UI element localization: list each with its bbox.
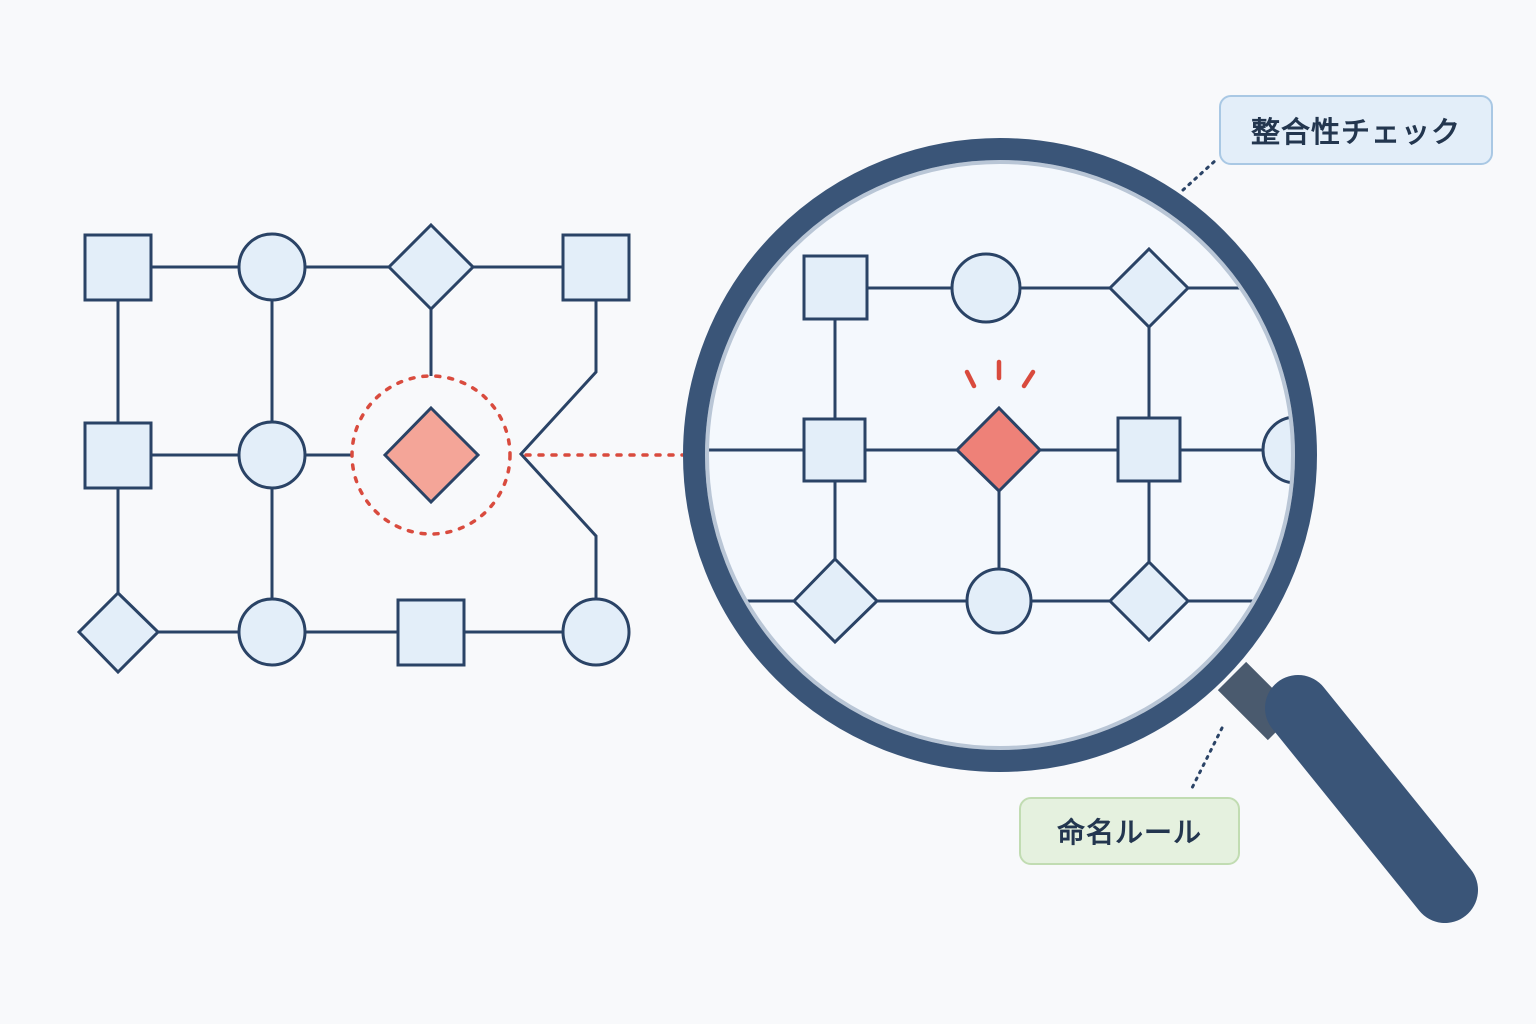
diamond-node: [791, 556, 880, 645]
square-node: [802, 417, 867, 483]
square-node: [83, 421, 153, 490]
circle-node: [561, 597, 631, 667]
alert-mark: [1021, 369, 1036, 389]
graph-nodes: [76, 222, 631, 675]
square-node: [561, 233, 631, 302]
graph-left: [76, 222, 631, 675]
magnified-graph: [706, 246, 1294, 645]
consistency-check-label: 整合性チェック: [1250, 115, 1461, 149]
circle-node: [237, 420, 307, 490]
error-diamond-node: [382, 405, 481, 505]
check-tag-leader: [1181, 158, 1218, 192]
lens-frame: [683, 138, 1317, 772]
magnifier-handle: [1265, 675, 1478, 923]
error-highlight-ring: [350, 374, 512, 536]
edge: [518, 267, 598, 632]
circle-node: [950, 252, 1022, 324]
square-node: [1116, 416, 1182, 483]
diamond-node: [386, 222, 476, 312]
naming-tag-leader: [1188, 726, 1224, 794]
naming-rule-label: 命名ルール: [1056, 816, 1202, 849]
square-node: [396, 598, 466, 667]
alert-mark: [964, 369, 977, 389]
alert-marks: [964, 359, 1036, 389]
diamond-node: [76, 590, 161, 675]
consistency-check-tag: 整合性チェック: [1219, 95, 1493, 165]
naming-rule-tag: 命名ルール: [1019, 797, 1240, 865]
circle-node: [1261, 415, 1294, 485]
graph-edges: [116, 265, 598, 634]
circle-node: [237, 597, 307, 667]
magnified-error-diamond: [954, 405, 1043, 494]
square-node: [83, 233, 153, 302]
square-node: [802, 254, 869, 321]
lens-inner-rim: [705, 160, 1295, 750]
circle-node: [965, 567, 1033, 635]
magnifier: [683, 138, 1478, 923]
diamond-node: [1107, 246, 1191, 330]
diamond-node: [1107, 559, 1191, 643]
circle-node: [237, 232, 307, 302]
magnified-nodes: [791, 246, 1294, 645]
error-node-highlight: [350, 374, 512, 536]
